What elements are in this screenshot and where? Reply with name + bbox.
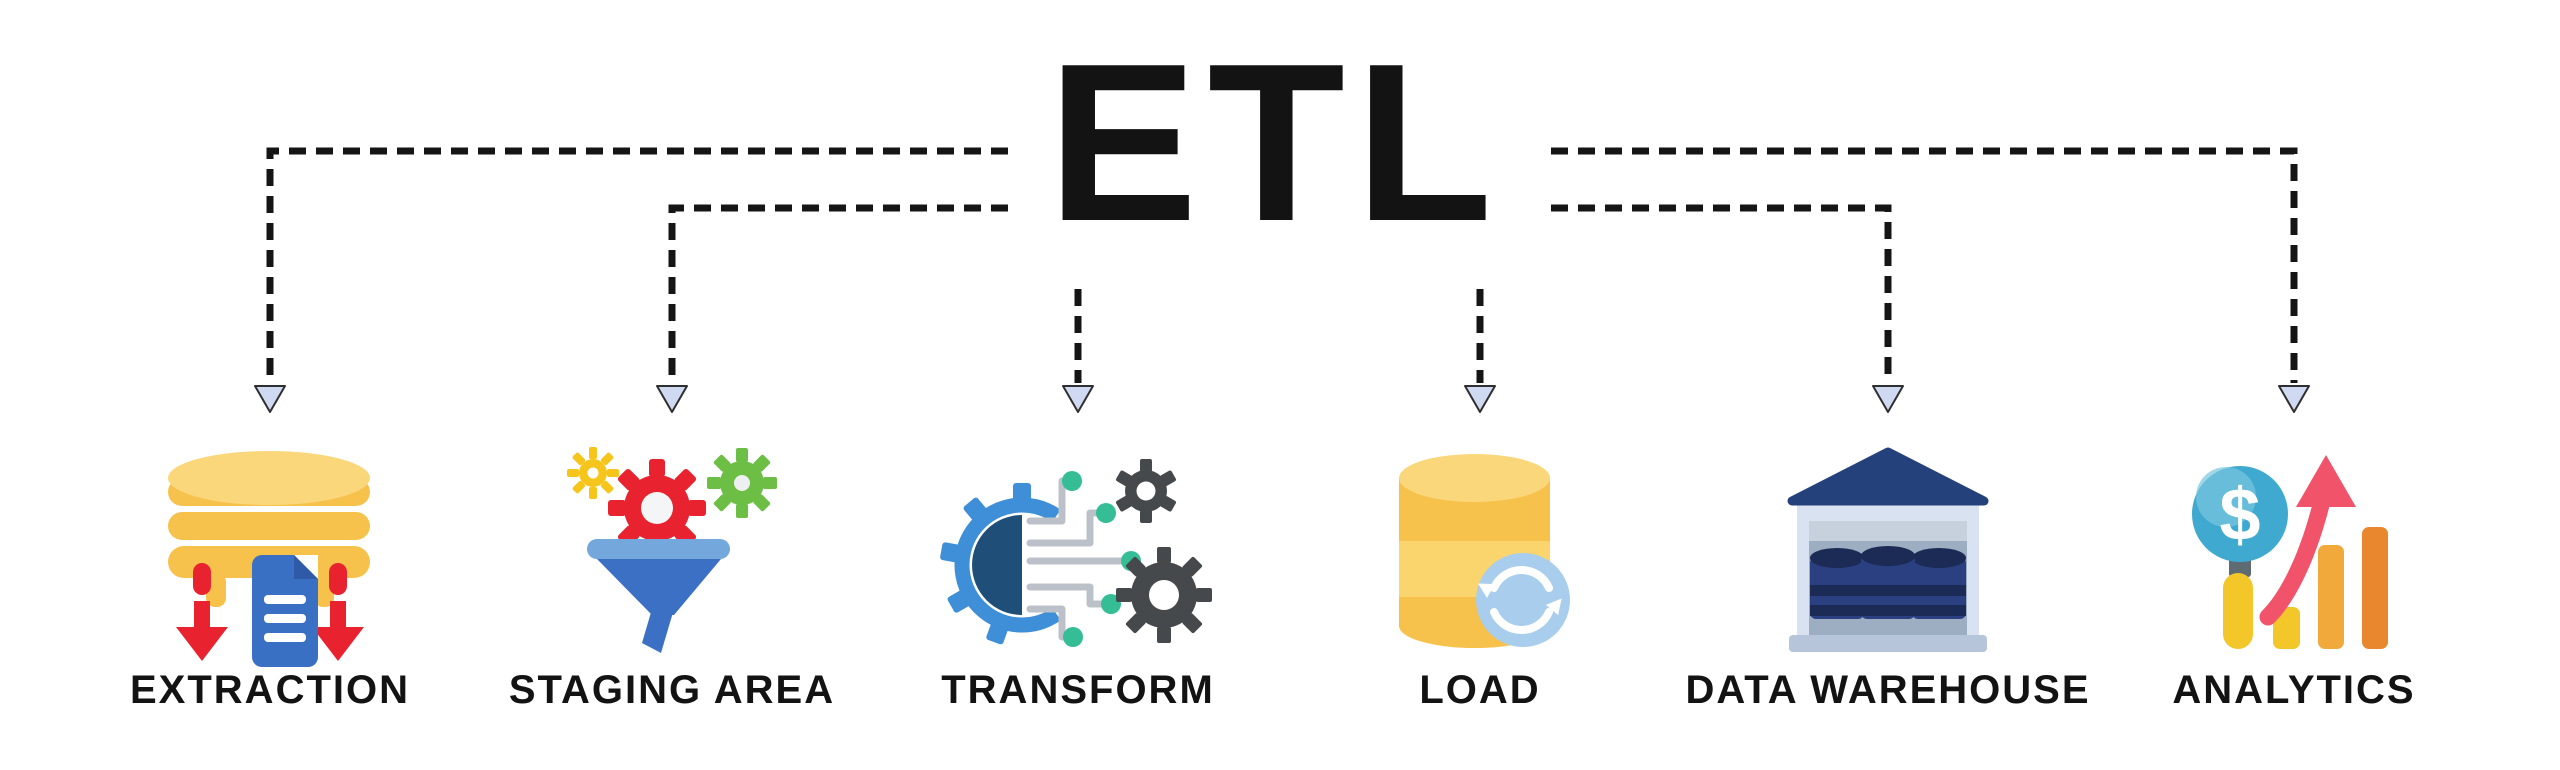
database-sync-icon [1399,454,1570,648]
step-label-transform: TRANSFORM [941,668,1215,712]
step-transform: TRANSFORM [828,445,1328,735]
funnel-icon [587,539,730,653]
magnifier-dollar-chart-icon: $ [2192,455,2388,649]
step-label-staging-area: STAGING AREA [508,668,836,712]
step-load: LOAD [1230,445,1730,735]
dollar-symbol: $ [2219,473,2260,556]
step-label-data-warehouse: DATA WAREHOUSE [1685,668,2091,712]
warehouse-icon [1787,447,1989,652]
step-label-analytics: ANALYTICS [2172,668,2416,712]
connector-data-warehouse [1551,204,1892,383]
yellow-gear-icon [567,447,619,499]
warehouse-roof [1787,447,1989,506]
download-arrows [176,563,364,661]
funnel-gears-icon [567,447,777,653]
step-analytics: $ ANALYTICS [2044,445,2544,735]
arrowhead-transform [1062,385,1094,413]
document-icon [252,555,318,667]
half-gear [940,483,1090,645]
arrowhead-extraction [254,385,286,413]
database-cylinder [1399,454,1550,648]
small-dark-gear-icon [1116,459,1176,523]
step-staging-area: STAGING AREA [422,445,922,735]
connector-staging-area [668,204,1008,383]
magnifier-icon: $ [2192,466,2288,649]
connector-extraction [266,147,1008,383]
red-gear-icon [608,459,706,557]
step-extraction: EXTRACTION [20,445,520,735]
database-extract-icon [168,451,370,667]
arrowhead-load [1464,385,1496,413]
growth-arrow [2259,455,2356,626]
half-gear-circuit-icon [940,459,1212,647]
warehouse-base [1789,635,1987,652]
step-label-load: LOAD [1419,668,1541,712]
connector-analytics [1551,147,2298,383]
storage-barrels [1810,546,1966,619]
step-data-warehouse: DATA WAREHOUSE [1638,445,2138,735]
arrowhead-data-warehouse [1872,385,1904,413]
step-label-extraction: EXTRACTION [130,668,410,712]
bar-chart [2273,527,2388,649]
arrowhead-analytics [2278,385,2310,413]
page-title: ETL [1047,16,1503,268]
green-gear-icon [707,448,777,518]
circuit-nodes [1062,471,1141,647]
sync-icon [1476,553,1570,647]
large-dark-gear-icon [1116,547,1212,643]
arrowhead-staging-area [656,385,688,413]
